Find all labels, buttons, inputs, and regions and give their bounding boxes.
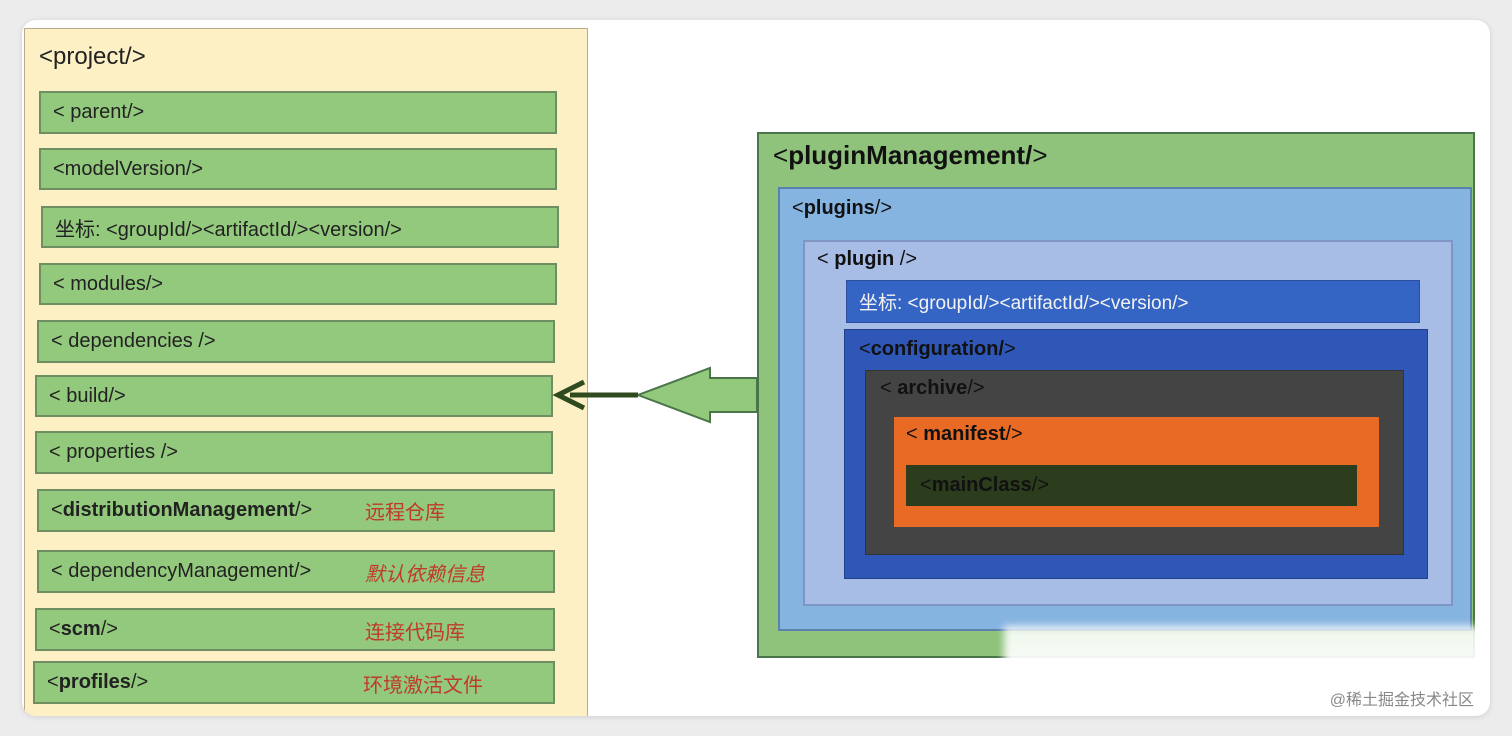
title-prefix: < <box>859 338 871 360</box>
title-prefix: < <box>906 423 924 445</box>
note-dependency-management: 默认依赖信息 <box>365 564 485 586</box>
title-suffix: /> <box>894 248 918 270</box>
title-suffix: /> <box>874 197 893 219</box>
hollow-arrow-icon <box>635 366 758 424</box>
title-bold: mainClass <box>931 474 1032 496</box>
title-prefix: < <box>817 248 835 270</box>
title-bold: plugin <box>834 248 895 270</box>
title-suffix: /> <box>967 377 985 399</box>
project-item-build: < build/> <box>35 375 553 417</box>
title-prefix: < <box>773 140 789 170</box>
plugins-title: <plugins/> <box>792 197 892 220</box>
project-title: <project/> <box>39 43 146 70</box>
note-scm: 连接代码库 <box>365 622 465 644</box>
configuration-title: <configuration/> <box>859 338 1016 361</box>
archive-box: < archive/> < manifest/> < mainClass/> <box>865 370 1404 555</box>
title-bold: manifest <box>923 423 1006 445</box>
project-item-label: < parent/> <box>53 101 145 123</box>
project-item-dependency-management: < dependencyManagement/> <box>37 550 555 593</box>
project-item-properties: < properties /> <box>35 431 553 474</box>
plugin-management-title: <pluginManagement/> <box>773 140 1048 171</box>
project-item-label: < dependencies /> <box>51 330 216 352</box>
title-bold: plugins <box>803 197 875 219</box>
project-panel: <project/> < parent/> <modelVersion/> 坐标… <box>24 28 588 716</box>
plugin-title: < plugin /> <box>817 248 917 271</box>
project-item-bold: distributionManagement <box>62 499 295 521</box>
connector-arrows <box>552 366 758 424</box>
title-suffix: > <box>1004 338 1016 360</box>
configuration-box: <configuration/> < archive/> < manifest/… <box>844 329 1428 579</box>
project-item-prefix: < <box>51 499 63 521</box>
archive-title: < archive/> <box>880 377 985 400</box>
project-item-prefix: < <box>47 671 59 693</box>
title-suffix: > <box>1032 140 1048 170</box>
project-item-model-version: <modelVersion/> <box>39 148 557 190</box>
project-item-parent: < parent/> <box>39 91 557 134</box>
note-profiles: 环境激活文件 <box>363 675 483 697</box>
plugins-box: <plugins/> < plugin /> 坐标: <groupId/><ar… <box>778 187 1472 631</box>
project-item-label: < build/> <box>49 384 126 407</box>
diagram-card: <project/> < parent/> <modelVersion/> 坐标… <box>22 20 1490 716</box>
title-suffix: /> <box>1031 474 1049 496</box>
project-item-prefix: < <box>49 618 61 640</box>
title-prefix: < <box>792 197 804 219</box>
title-prefix: < <box>880 377 898 399</box>
plugin-management-box: <pluginManagement/> <plugins/> < plugin … <box>757 132 1475 658</box>
project-item-modules: < modules/> <box>39 263 557 305</box>
main-class-box: < mainClass/> <box>906 465 1357 506</box>
blur-overlay <box>1004 626 1490 686</box>
project-item-label: < dependencyManagement/> <box>51 560 312 582</box>
project-item-bold: profiles <box>58 671 131 693</box>
project-item-coordinates: 坐标: <groupId/><artifactId/><version/> <box>41 206 559 248</box>
title-prefix: < <box>920 474 932 496</box>
project-item-distribution-management: < distributionManagement/> <box>37 489 555 532</box>
project-item-label: < properties /> <box>49 441 178 463</box>
project-item-suffix: /> <box>130 671 149 693</box>
project-item-suffix: /> <box>100 618 118 640</box>
manifest-title: < manifest/> <box>906 423 1023 446</box>
title-suffix: /> <box>1005 423 1023 445</box>
project-item-profiles: <profiles/> <box>33 661 555 704</box>
title-bold: configuration/ <box>870 338 1005 360</box>
project-item-label: 坐标: <groupId/><artifactId/><version/> <box>55 218 402 241</box>
plugin-coordinates: 坐标: <groupId/><artifactId/><version/> <box>846 280 1420 323</box>
title-bold: pluginManagement/ <box>788 140 1033 170</box>
project-item-dependencies: < dependencies /> <box>37 320 555 363</box>
project-item-label: <modelVersion/> <box>53 157 204 180</box>
dark-arrow-head-icon <box>552 379 586 411</box>
watermark: @稀土掘金技术社区 <box>1329 692 1474 709</box>
title-bold: archive <box>897 377 968 399</box>
project-item-suffix: /> <box>294 499 313 521</box>
plugin-box: < plugin /> 坐标: <groupId/><artifactId/><… <box>803 240 1453 606</box>
note-distribution-management: 远程仓库 <box>365 502 445 524</box>
project-item-bold: scm <box>60 618 101 640</box>
manifest-box: < manifest/> < mainClass/> <box>894 417 1379 527</box>
project-item-label: < modules/> <box>53 272 164 295</box>
project-item-scm: < scm/> <box>35 608 555 651</box>
